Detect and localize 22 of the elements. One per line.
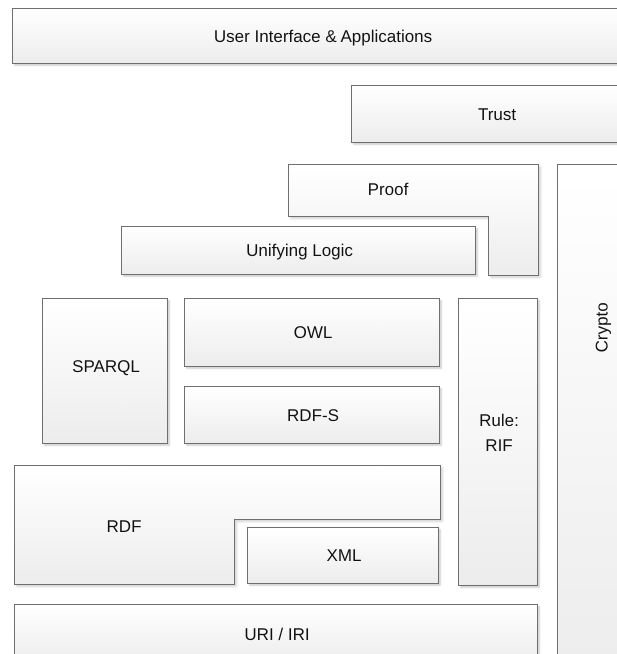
layer-label: RDF <box>106 516 142 538</box>
layer-box <box>14 465 440 584</box>
layer-box <box>184 298 440 367</box>
layer-label: SPARQL <box>72 356 140 378</box>
layer-label: RDF-S <box>287 404 339 427</box>
layer-label: Proof <box>368 178 408 201</box>
layer-box <box>12 8 617 64</box>
layer-label: Unifying Logic <box>246 240 353 262</box>
layer-label: Rule: RIF <box>478 410 520 457</box>
layer-label: URI / IRI <box>244 624 310 646</box>
layer-box <box>351 85 617 143</box>
layer-box <box>458 298 538 586</box>
layer-box <box>121 226 476 275</box>
layer-label: Trust <box>478 104 516 126</box>
layer-label: User Interface & Applications <box>214 26 432 48</box>
layer-label: OWL <box>294 322 332 344</box>
layer-box <box>42 298 168 444</box>
layer-box <box>14 604 538 654</box>
layer-box <box>247 527 439 584</box>
layer-label: XML <box>326 545 362 568</box>
layer-box <box>184 386 440 444</box>
layer-label: Crypto <box>592 302 613 352</box>
